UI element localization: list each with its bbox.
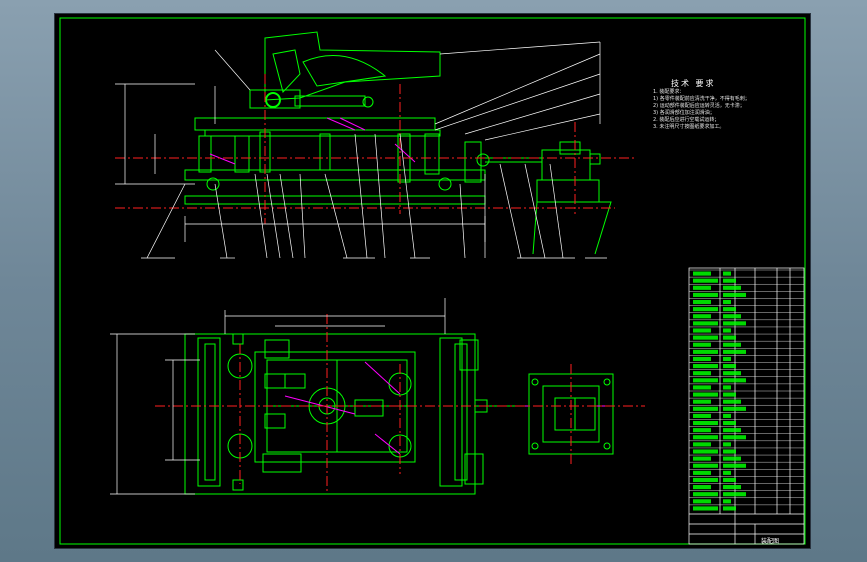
parts-row-name [723, 314, 741, 319]
parts-row-name [723, 342, 741, 347]
parts-row-code [693, 364, 718, 369]
parts-row-code [693, 285, 711, 290]
parts-row-code [693, 328, 711, 333]
front-view-dimensions [115, 41, 607, 259]
parts-row-name [723, 271, 731, 276]
parts-row-name [723, 420, 736, 426]
parts-row-name [723, 364, 736, 369]
parts-row-name [723, 399, 741, 404]
parts-row-code [693, 420, 718, 426]
note-line: 2) 运动部件装配后应运转灵活，无卡滞； [653, 103, 745, 109]
parts-row-name [723, 299, 731, 305]
parts-row-name [723, 470, 731, 475]
parts-row-code [693, 463, 718, 468]
parts-row-name [723, 413, 731, 418]
parts-row-name [723, 335, 736, 340]
parts-row-name [723, 349, 746, 354]
parts-row-code [693, 335, 718, 340]
parts-row-code [693, 278, 718, 283]
parts-row-code [693, 428, 711, 433]
parts-row-code [693, 406, 718, 411]
parts-row-name [723, 485, 741, 490]
parts-row-code [693, 449, 718, 454]
parts-row-code [693, 392, 718, 397]
technical-notes-title: 技术 要求 [671, 79, 716, 88]
parts-row-name [723, 385, 731, 390]
parts-row-code [693, 342, 711, 347]
parts-row-name [723, 378, 746, 383]
parts-row-code [693, 499, 711, 504]
parts-row-code [693, 399, 711, 404]
parts-row-code [693, 385, 711, 390]
parts-row-name [723, 499, 731, 504]
parts-row-code [693, 413, 711, 418]
front-view-center-lines [115, 74, 635, 224]
drawing-frame [59, 17, 806, 545]
note-line: 3. 未注明尺寸按图纸要求加工。 [653, 124, 725, 130]
parts-row-name [723, 285, 741, 290]
parts-row-name [723, 321, 746, 326]
parts-row-name [723, 428, 741, 433]
parts-row-name [723, 456, 741, 461]
parts-row-name [723, 356, 731, 362]
parts-row-name [723, 392, 736, 397]
parts-row-name [723, 307, 736, 312]
parts-row-code [693, 371, 711, 376]
note-line: 3) 各润滑部位加注润滑油； [653, 110, 715, 116]
parts-row-code [693, 456, 711, 461]
parts-row-code [693, 442, 711, 447]
top-view-hatch [284, 361, 613, 455]
parts-row-name [723, 435, 746, 440]
parts-row-name [723, 292, 746, 297]
parts-row-code [693, 299, 711, 305]
parts-row-code [693, 321, 718, 326]
parts-row-name [723, 442, 731, 447]
parts-row-code [693, 477, 718, 483]
parts-row-name [723, 278, 736, 283]
parts-row-code [693, 485, 711, 490]
drawing-title: 装配图 [761, 538, 780, 545]
top-view-center-lines [155, 314, 645, 494]
parts-row-name [723, 371, 741, 376]
assembly-drawing [59, 17, 806, 545]
parts-row-name [723, 449, 736, 454]
cad-model-viewport[interactable]: 技术 要求 1. 装配要求： 1) 各零件装配前应清洗干净，不得有毛刺； 2) … [55, 14, 810, 548]
parts-row-code [693, 356, 711, 362]
parts-row-name [723, 328, 731, 333]
top-view-dimensions [110, 298, 446, 495]
parts-row-code [693, 435, 718, 440]
press-arm [264, 31, 441, 101]
note-line: 1) 各零件装配前应清洗干净，不得有毛刺； [653, 96, 750, 102]
parts-row-code [693, 492, 718, 497]
front-view-hatch [209, 117, 416, 165]
top-view [184, 333, 614, 495]
parts-row-code [693, 470, 711, 475]
parts-row-code [693, 378, 718, 383]
parts-row-name [723, 463, 746, 468]
top-view-frame [184, 333, 476, 495]
parts-row-code [693, 292, 718, 297]
parts-row-code [693, 349, 718, 354]
parts-row-name [723, 492, 746, 497]
parts-row-name [723, 477, 736, 483]
parts-row-code [693, 314, 711, 319]
note-line: 1. 装配要求： [653, 89, 685, 95]
parts-row-name [723, 406, 746, 411]
technical-notes: 技术 要求 1. 装配要求： 1) 各零件装配前应清洗干净，不得有毛刺； 2) … [653, 78, 793, 131]
parts-row-code [693, 506, 718, 511]
base-plate [194, 117, 436, 131]
parts-list-rows [689, 269, 804, 511]
parts-row-code [693, 307, 718, 312]
note-line: 2. 装配后应进行空载试运转； [653, 117, 720, 123]
parts-row-code [693, 271, 711, 276]
parts-row-name [723, 506, 736, 511]
front-view [184, 31, 612, 255]
